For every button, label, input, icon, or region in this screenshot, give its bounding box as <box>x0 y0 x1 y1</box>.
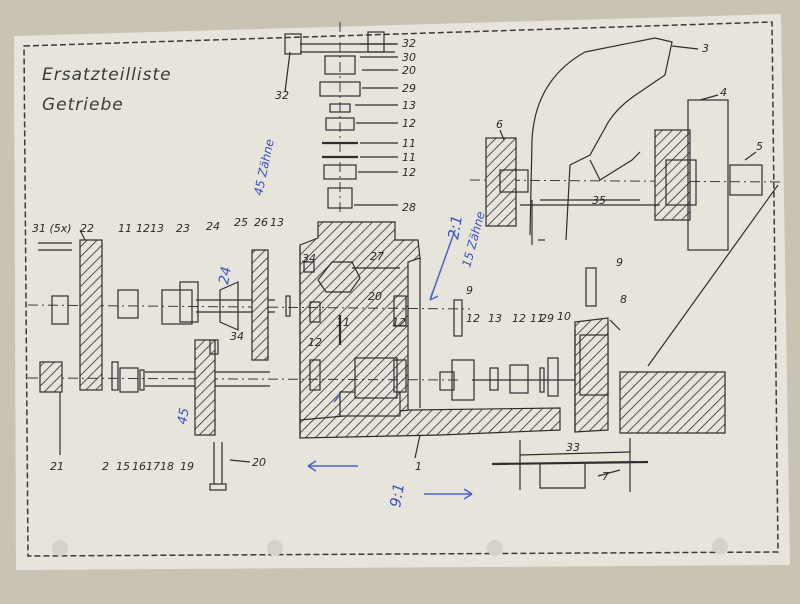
part-label: 23 <box>176 222 190 235</box>
part-label: 13 <box>270 216 284 229</box>
part-label: 27 <box>370 250 384 263</box>
part-label: 12 <box>402 166 416 179</box>
part-label: 13 <box>402 99 416 112</box>
part-label: 9 <box>616 256 623 269</box>
part-label: 10 <box>557 310 571 323</box>
part-label: 4 <box>720 86 727 99</box>
part-label: 11 <box>402 151 416 164</box>
part-label: 18 <box>160 460 174 473</box>
part-label: 13 <box>488 312 502 325</box>
part-label: 7 <box>602 470 609 483</box>
handwritten-arrows <box>307 229 473 500</box>
leader-lines <box>59 45 779 477</box>
part-label: 8 <box>620 293 627 306</box>
part-label: 32 <box>402 37 416 50</box>
part-label: 20 <box>402 64 416 77</box>
part-label: 2 <box>102 460 109 473</box>
part-label: 35 <box>592 194 606 207</box>
handwritten-45: 45 <box>175 407 193 426</box>
housing-outline <box>299 245 576 438</box>
part-label: 19 <box>180 460 194 473</box>
part-label: 15 <box>116 460 130 473</box>
part-label: 34 <box>302 252 316 265</box>
part-label: 11 <box>118 222 132 235</box>
part-label: 12 <box>392 316 406 329</box>
part-label: 31 (5x) <box>32 222 72 235</box>
part-label: 30 <box>402 51 416 64</box>
part-label: 28 <box>402 201 416 214</box>
input-shaft-lower <box>27 339 461 436</box>
handwritten-24: 24 <box>216 265 235 285</box>
part-label: 12 <box>308 336 322 349</box>
part-label: 29 <box>540 312 554 325</box>
part-label: 26 <box>254 216 268 229</box>
inner-shafts <box>303 261 597 401</box>
part-label: 16 <box>132 460 146 473</box>
base-plate <box>491 438 649 492</box>
part-label: 5 <box>756 140 763 153</box>
part-label: 24 <box>206 220 220 233</box>
part-label: 17 <box>146 460 160 473</box>
part-label: 20 <box>368 290 382 303</box>
sheet-border <box>23 21 779 557</box>
housing-elbow <box>529 37 673 241</box>
punch-holes <box>52 538 728 556</box>
title-line-1: Ersatzteilliste <box>42 65 172 85</box>
input-shaft-upper <box>27 239 471 391</box>
part-label: 12 <box>402 117 416 130</box>
part-label: 22 <box>80 222 94 235</box>
bolt-20 <box>209 442 227 491</box>
part-label: 25 <box>234 216 248 229</box>
part-label: 6 <box>496 118 503 131</box>
screw-31 <box>38 242 72 251</box>
part-label: 3 <box>702 42 709 55</box>
part-label: 12 <box>136 222 150 235</box>
top-shaft-assembly <box>284 22 398 215</box>
part-label: 12 <box>466 312 480 325</box>
part-label: 20 <box>252 456 266 469</box>
title-line-2: Getriebe <box>42 95 124 115</box>
gearbox-housing <box>299 221 726 439</box>
part-label: 33 <box>566 441 580 454</box>
part-label: 29 <box>402 82 416 95</box>
handwritten-ratio-9-1: 9:1 <box>386 482 408 509</box>
part-label: 34 <box>230 330 244 343</box>
part-label: 11 <box>336 316 350 329</box>
part-label: 32 <box>275 89 289 102</box>
part-label: 1 <box>415 460 422 473</box>
part-label: 13 <box>150 222 164 235</box>
handwritten-ratio-2-1: 2:1 <box>444 214 466 241</box>
part-label: 12 <box>512 312 526 325</box>
part-label: 11 <box>530 312 544 325</box>
motor-shaft <box>469 99 781 251</box>
part-label: 9 <box>466 284 473 297</box>
part-label: 21 <box>50 460 64 473</box>
part-label: 11 <box>402 137 416 150</box>
part-number-labels: 32 32 30 20 29 13 12 11 11 12 28 3 4 5 6… <box>32 37 763 483</box>
